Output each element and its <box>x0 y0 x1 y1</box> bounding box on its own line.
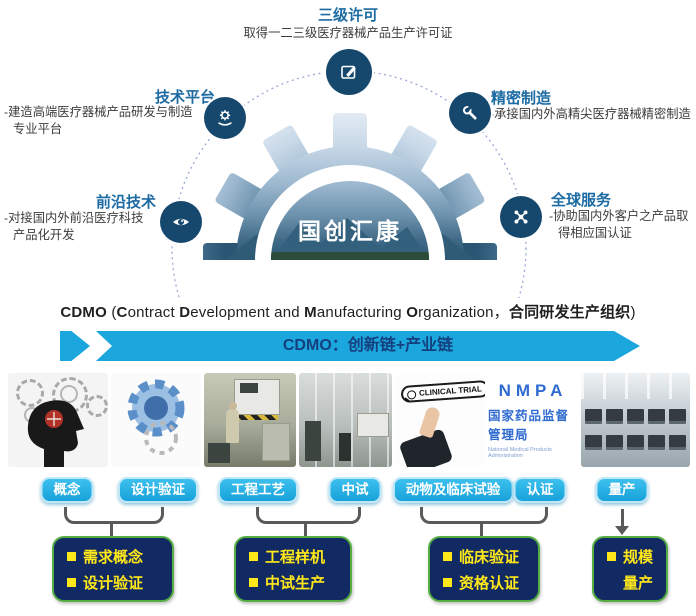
node-circle-tech <box>204 97 246 139</box>
gear-hub-graphic: 国创汇康 <box>203 113 497 260</box>
outcome-text: 设计验证 <box>83 574 144 592</box>
head-silhouette <box>27 400 84 467</box>
drone-icon <box>514 210 528 224</box>
outcome-text: 需求概念 <box>83 548 144 566</box>
brace-stem-2 <box>304 521 307 536</box>
outcome-text: 量产 <box>623 574 654 592</box>
node-desc-frontier-1: -对接国内外前沿医疗科技 <box>4 211 144 225</box>
eye-icon <box>173 218 189 226</box>
node-title-frontier: 前沿技术 <box>95 194 156 211</box>
outcome-box-mass-production: 规模 量产 <box>592 536 668 602</box>
bullet-square <box>249 551 258 561</box>
node-circle-precision <box>449 92 491 134</box>
idea-head-gears-photo <box>8 373 108 467</box>
banner-left-chevron <box>60 331 90 361</box>
brace-connector-1 <box>64 507 164 524</box>
node-desc-global-1: -协助国内外客户之产品取 <box>549 209 689 223</box>
node-title-precision: 精密制造 <box>491 90 552 107</box>
outcome-box-concept: 需求概念 设计验证 <box>52 536 174 602</box>
bullet-square <box>443 551 452 561</box>
clinical-trial-stamp: CLINICAL TRIAL <box>400 379 485 404</box>
assembly-workshop-photo <box>204 373 296 467</box>
outcome-box-clinical: 临床验证 资格认证 <box>428 536 540 602</box>
node-desc-tech-1: -建造高端医疗器械产品研发与制造 <box>4 105 193 119</box>
edit-icon <box>341 65 356 79</box>
blue-gear-cad-photo <box>111 373 201 467</box>
outcome-text: 工程样机 <box>265 548 326 566</box>
brace-stem-3 <box>480 521 483 536</box>
nmpa-logo-photo: NMPA 国家药品监督管理局 National Medical Products… <box>488 373 578 467</box>
nmpa-english-name: National Medical Products Administration <box>488 447 552 459</box>
process-image-strip: CLINICAL TRIAL NMPA 国家药品监督管理局 National M… <box>8 373 690 467</box>
node-circle-global <box>500 196 542 238</box>
clinical-trial-text: CLINICAL TRIAL <box>418 384 483 398</box>
nmpa-acronym: NMPA <box>498 381 568 400</box>
dotted-arc <box>171 70 527 298</box>
bullet-square <box>249 577 258 587</box>
hub-label: 国创汇康 <box>298 218 402 244</box>
down-arrow <box>621 509 624 526</box>
node-title-tech: 技术平台 <box>154 89 215 106</box>
wrench-icon <box>462 105 477 120</box>
cdmo-heading: CDMO (Contract Development and Manufactu… <box>60 304 636 321</box>
outcome-text: 资格认证 <box>459 574 520 592</box>
node-circle-frontier <box>160 201 202 243</box>
gear-service-icon <box>218 110 232 126</box>
nmpa-chinese-name: 国家药品监督管理局 <box>488 409 570 442</box>
cdmo-banner: CDMO：创新链+产业链 <box>60 331 640 361</box>
brace-connector-2 <box>256 507 361 524</box>
brace-stem-1 <box>110 521 113 536</box>
node-title-global: 全球服务 <box>551 192 612 209</box>
node-desc-precision-1: -承接国内外高精尖医疗器械精密制造 <box>490 107 691 121</box>
stage-label-design-verify: 设计验证 <box>118 477 198 503</box>
stage-label-pilot: 中试 <box>328 477 382 503</box>
stage-label-concept: 概念 <box>40 477 94 503</box>
node-desc-frontier-2: 产品化开发 <box>13 227 75 242</box>
outcome-text: 临床验证 <box>459 548 520 566</box>
outcome-text: 规模 <box>623 548 654 566</box>
stage-label-mass-production: 量产 <box>595 477 649 503</box>
stage-label-engineering: 工程工艺 <box>218 477 298 503</box>
down-arrow-head <box>615 526 629 535</box>
outcome-box-engineering: 工程样机 中试生产 <box>234 536 352 602</box>
clinical-trial-photo: CLINICAL TRIAL <box>395 373 485 467</box>
stage-label-certification: 认证 <box>513 477 567 503</box>
banner-label: CDMO：创新链+产业链 <box>282 337 454 354</box>
node-desc-tech-2: 专业平台 <box>13 121 63 136</box>
node-desc-license: 取得一二三级医疗器械产品生产许可证 <box>243 26 453 40</box>
bullet-square <box>607 551 616 561</box>
brace-connector-3 <box>420 507 548 524</box>
node-desc-global-2: 得相应国认证 <box>558 225 632 240</box>
outcome-text: 中试生产 <box>265 574 326 592</box>
cleanroom-photo <box>299 373 392 467</box>
production-line-monitors-photo <box>581 373 690 467</box>
bullet-square <box>67 577 76 587</box>
node-circle-license <box>326 49 372 95</box>
banner-arrow-band: CDMO：创新链+产业链 <box>96 331 640 361</box>
bullet-square <box>443 577 452 587</box>
stage-label-animal-clinical: 动物及临床试验 <box>392 477 514 503</box>
bullet-square <box>67 551 76 561</box>
magnifier-icon <box>406 390 417 400</box>
blue-gear-graphic <box>127 379 185 456</box>
node-title-license: 三级许可 <box>317 7 378 24</box>
